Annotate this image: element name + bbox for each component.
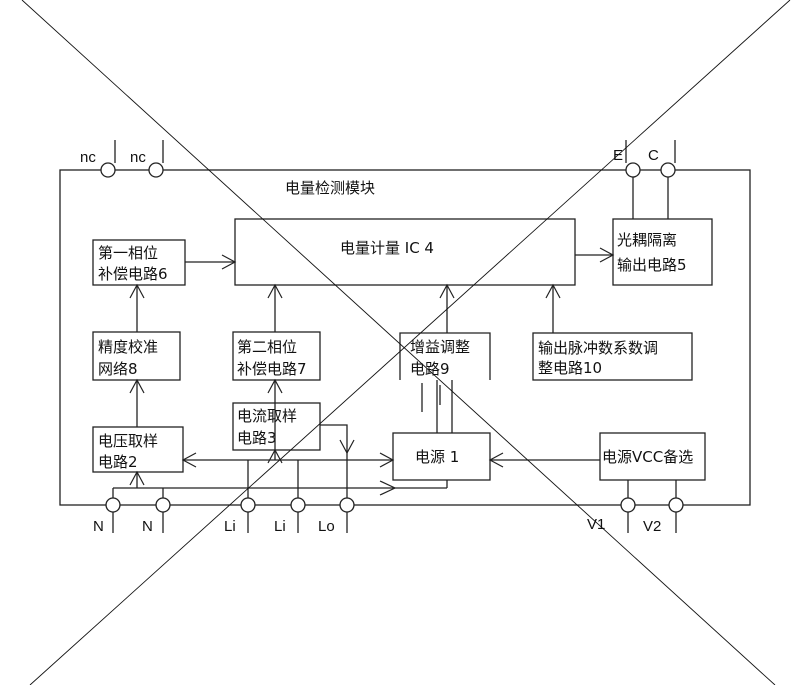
- voltage-label-1: 电压取样: [98, 432, 158, 450]
- phase1-label-2: 补偿电路6: [98, 265, 168, 283]
- module-outline: [59, 169, 751, 506]
- calibration-label-1: 精度校准: [98, 338, 158, 356]
- terminal-n-1: N: [93, 518, 104, 535]
- top-terminals: nc nc E C: [80, 140, 676, 219]
- pulse-coefficient-block: [532, 332, 693, 381]
- gain-label-1: 增益调整: [410, 338, 470, 356]
- current-label-1: 电流取样: [237, 407, 297, 425]
- power-supply-block: [392, 432, 491, 481]
- voltage-label-2: 电路2: [98, 453, 138, 471]
- bottom-terminals: N N Li Li Lo V1 V2: [93, 497, 684, 535]
- phase1-compensation-block: [92, 239, 186, 286]
- phase1-label-1: 第一相位: [98, 244, 158, 262]
- vcc-optional-block: [599, 432, 706, 481]
- terminal-li-2: Li: [274, 518, 286, 535]
- terminal-v2: V2: [643, 518, 661, 535]
- optocoupler-label-2: 输出电路5: [617, 256, 687, 274]
- optocoupler-label-1: 光耦隔离: [617, 231, 677, 249]
- terminal-c: C: [648, 147, 659, 164]
- gain-adjust-block: [399, 332, 491, 380]
- terminal-lo: Lo: [318, 518, 335, 535]
- cross-line-1: [21, 0, 776, 685]
- terminal-li-1: Li: [224, 518, 236, 535]
- voltage-sampling-block: [92, 426, 184, 473]
- calibration-label-2: 网络8: [98, 360, 138, 378]
- pulse-label-1: 输出脉冲数系数调: [538, 339, 658, 357]
- module-title: 电量检测模块: [285, 179, 375, 197]
- phase2-label-2: 补偿电路7: [237, 360, 307, 378]
- gain-label-2: 电路9: [410, 360, 450, 378]
- terminal-nc-2: nc: [130, 149, 146, 166]
- terminal-n-2: N: [142, 518, 153, 535]
- phase2-compensation-block: [232, 331, 321, 381]
- terminal-nc-1: nc: [80, 149, 96, 166]
- current-label-2: 电路3: [237, 429, 277, 447]
- power-label: 电源 1: [415, 448, 459, 466]
- pulse-label-2: 整电路10: [538, 359, 602, 377]
- terminal-v1: V1: [587, 516, 605, 533]
- connections: [112, 247, 677, 498]
- current-sampling-block: [232, 402, 321, 451]
- vcc-label: 电源VCC备选: [602, 448, 693, 466]
- optocoupler-output-block: [612, 218, 713, 286]
- metering-ic-block: [234, 218, 576, 286]
- phase2-label-1: 第二相位: [237, 338, 297, 356]
- cross-line-2: [29, 0, 791, 685]
- metering-ic-label: 电量计量 IC 4: [340, 239, 434, 257]
